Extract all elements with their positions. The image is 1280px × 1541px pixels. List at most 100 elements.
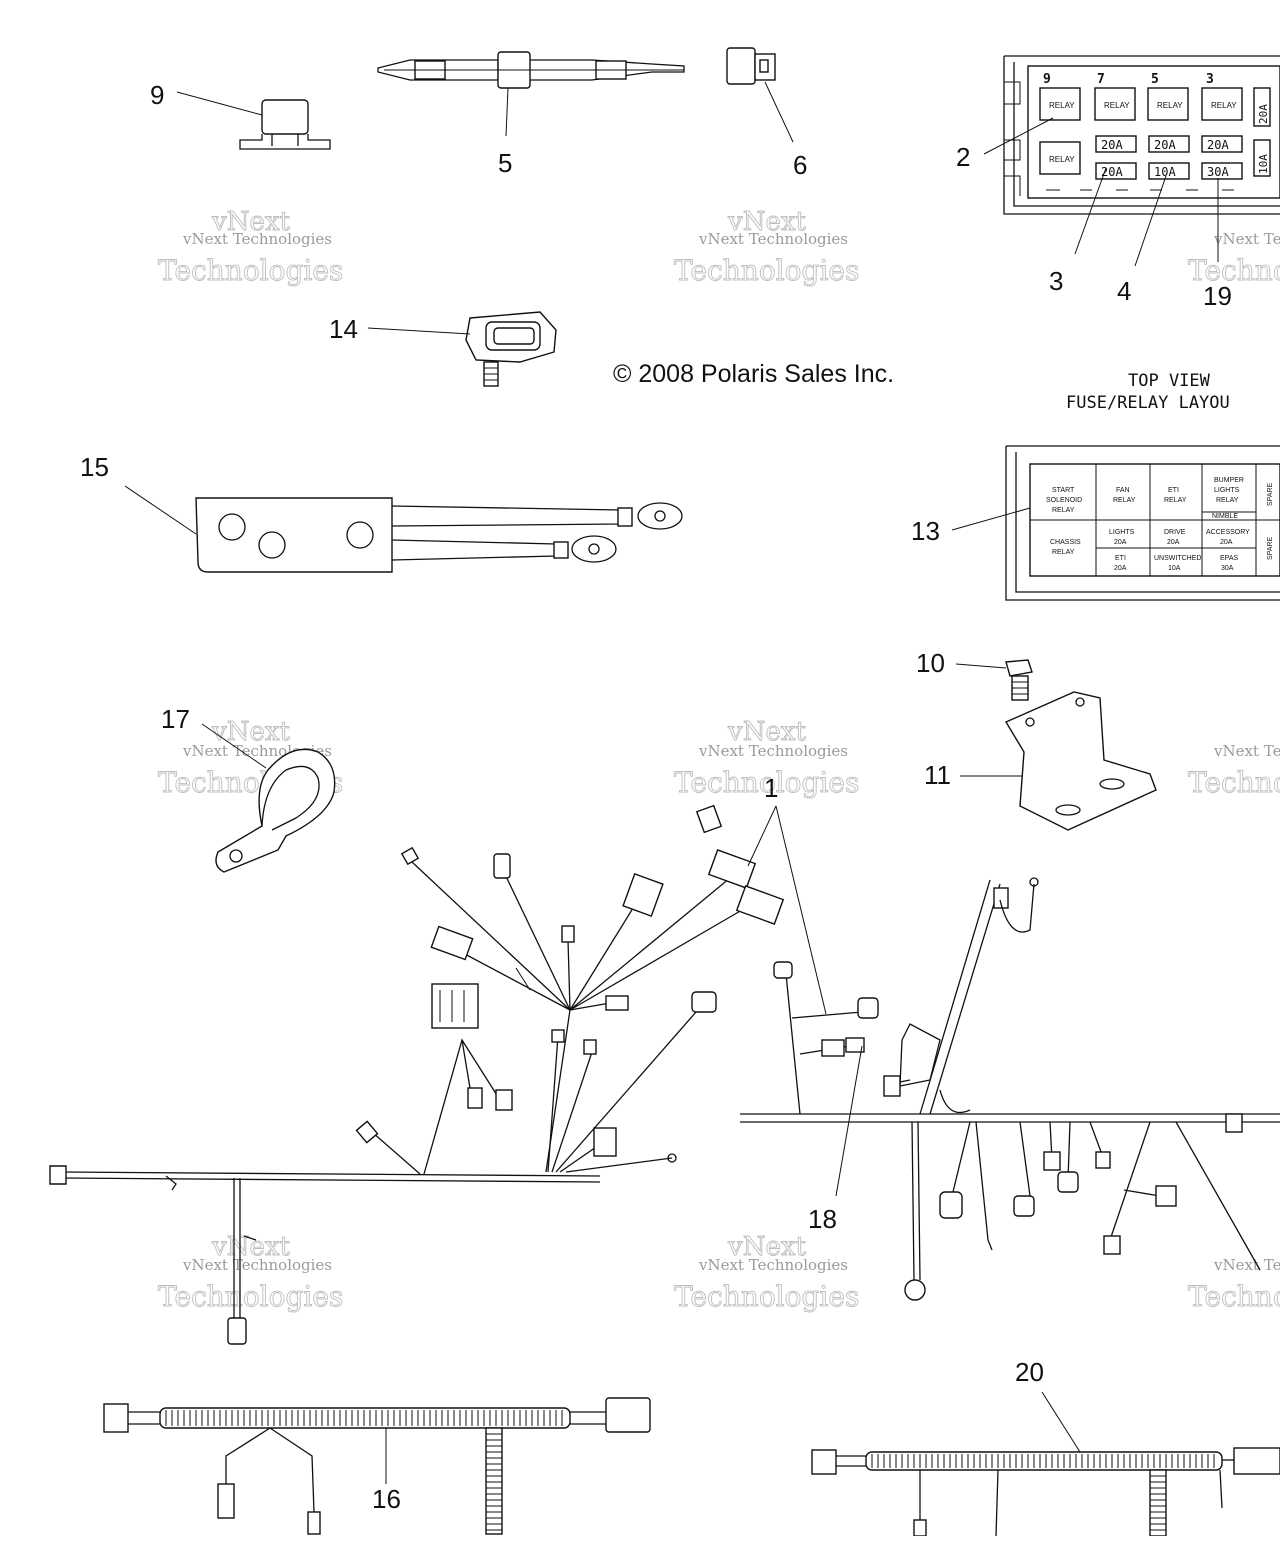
relay-slot-numbers: 9 7 5 3 bbox=[1043, 72, 1214, 87]
watermark-3: vNext Technologies Technologies bbox=[1188, 230, 1280, 287]
fuse-table-text: START SOLENOID RELAY FAN RELAY ETI RELAY… bbox=[1046, 477, 1274, 572]
callout-1: 1 bbox=[764, 773, 778, 803]
watermark-5: vNext vNext Technologies Technologies bbox=[674, 717, 860, 800]
svg-text:vNext Technologies: vNext Technologies bbox=[182, 1256, 332, 1274]
fuse-r2-3: 30A bbox=[1207, 165, 1229, 179]
part-16-sub-harness bbox=[103, 1397, 651, 1535]
leader-6 bbox=[764, 81, 794, 143]
svg-text:20A: 20A bbox=[1167, 539, 1180, 546]
callout-17: 17 bbox=[161, 704, 190, 734]
part-6-connector bbox=[726, 47, 794, 143]
leader-17 bbox=[201, 723, 267, 769]
fuse-r1-2: 20A bbox=[1154, 138, 1176, 152]
part-11-bracket bbox=[960, 691, 1157, 831]
svg-text:EPAS: EPAS bbox=[1220, 555, 1238, 562]
svg-text:vNext: vNext bbox=[211, 717, 290, 747]
svg-text:LIGHTS: LIGHTS bbox=[1214, 487, 1240, 494]
svg-text:vNext: vNext bbox=[727, 1232, 806, 1262]
part-20-sub-harness bbox=[811, 1391, 1280, 1537]
svg-text:10A: 10A bbox=[1168, 565, 1181, 572]
callout-13: 13 bbox=[911, 516, 940, 546]
leader-1a bbox=[747, 805, 777, 867]
svg-text:vNext: vNext bbox=[727, 717, 806, 747]
callout-14: 14 bbox=[329, 314, 358, 344]
callout-9: 9 bbox=[150, 80, 164, 110]
fuse-r2-2: 10A bbox=[1154, 165, 1176, 179]
relay-label-2: RELAY bbox=[1104, 101, 1130, 110]
svg-text:vNext Technologies: vNext Technologies bbox=[1213, 1256, 1280, 1274]
leader-20 bbox=[1041, 1391, 1081, 1453]
leader-10 bbox=[955, 663, 1007, 669]
svg-text:ETI: ETI bbox=[1115, 555, 1126, 562]
part-17-clamp bbox=[201, 723, 336, 873]
side-fuse-2: 10A bbox=[1257, 154, 1270, 174]
svg-text:20A: 20A bbox=[1114, 539, 1127, 546]
leader-9 bbox=[176, 91, 263, 116]
svg-text:vNext: vNext bbox=[211, 1232, 290, 1262]
watermark-1: vNext vNext Technologies Technologies bbox=[158, 207, 344, 288]
svg-text:CHASSIS: CHASSIS bbox=[1050, 539, 1081, 546]
leader-3 bbox=[1074, 167, 1107, 255]
svg-text:vNext Technologies: vNext Technologies bbox=[1213, 230, 1280, 248]
svg-text:FAN: FAN bbox=[1116, 487, 1130, 494]
svg-text:Technologies: Technologies bbox=[1188, 254, 1280, 287]
callout-3: 3 bbox=[1049, 266, 1063, 296]
svg-text:vNext Technologies: vNext Technologies bbox=[182, 230, 332, 248]
svg-text:20A: 20A bbox=[1220, 539, 1233, 546]
callout-4: 4 bbox=[1117, 276, 1131, 306]
watermark-8: vNext vNext Technologies Technologies bbox=[674, 1232, 860, 1314]
copyright-notice: © 2008 Polaris Sales Inc. bbox=[613, 360, 894, 388]
fuse-relay-layout-label: FUSE/RELAY LAYOU bbox=[1066, 393, 1230, 413]
svg-text:vNext Technologies: vNext Technologies bbox=[1213, 742, 1280, 760]
part-15-ground-strap bbox=[124, 485, 683, 573]
svg-text:SOLENOID: SOLENOID bbox=[1046, 497, 1082, 504]
svg-text:9: 9 bbox=[1043, 72, 1051, 87]
svg-text:Technologies: Technologies bbox=[1188, 1280, 1280, 1313]
svg-text:30A: 30A bbox=[1221, 565, 1234, 572]
svg-text:RELAY: RELAY bbox=[1052, 549, 1075, 556]
svg-text:Technologies: Technologies bbox=[158, 254, 343, 287]
fuse-r2-1: 20A bbox=[1101, 165, 1123, 179]
svg-text:ACCESSORY: ACCESSORY bbox=[1206, 529, 1250, 536]
svg-text:LIGHTS: LIGHTS bbox=[1109, 529, 1135, 536]
svg-text:Technologies: Technologies bbox=[1188, 766, 1280, 799]
svg-text:Technologies: Technologies bbox=[674, 766, 859, 799]
part-1-main-harness-right bbox=[740, 877, 1280, 1301]
leader-5 bbox=[505, 87, 509, 137]
leader-15 bbox=[124, 485, 197, 535]
part-9-fuse bbox=[176, 91, 331, 150]
svg-text:vNext Technologies: vNext Technologies bbox=[698, 1256, 848, 1274]
fuse-r1-1: 20A bbox=[1101, 138, 1123, 152]
callout-10: 10 bbox=[916, 648, 945, 678]
svg-text:UNSWITCHED: UNSWITCHED bbox=[1154, 555, 1201, 562]
relay-label-4: RELAY bbox=[1211, 101, 1237, 110]
svg-text:7: 7 bbox=[1097, 72, 1105, 87]
svg-text:BUMPER: BUMPER bbox=[1214, 477, 1244, 484]
fuse-r1-3: 20A bbox=[1207, 138, 1229, 152]
part-14-sensor bbox=[367, 311, 557, 387]
watermark-7: vNext vNext Technologies Technologies bbox=[158, 1232, 344, 1314]
callout-19: 19 bbox=[1203, 281, 1232, 311]
svg-text:Technologies: Technologies bbox=[158, 1280, 343, 1313]
callout-18: 18 bbox=[808, 1204, 837, 1234]
svg-text:20A: 20A bbox=[1114, 565, 1127, 572]
part-1-main-harness-left bbox=[49, 804, 785, 1345]
svg-text:vNext Technologies: vNext Technologies bbox=[698, 742, 848, 760]
svg-text:Technologies: Technologies bbox=[674, 254, 859, 287]
leader-18 bbox=[835, 1045, 863, 1197]
svg-text:START: START bbox=[1052, 487, 1075, 494]
svg-text:vNext: vNext bbox=[211, 207, 290, 237]
side-fuse-1: 20A bbox=[1257, 104, 1270, 124]
callout-16: 16 bbox=[372, 1484, 401, 1514]
part-5-inline-fuse bbox=[377, 51, 685, 137]
svg-text:RELAY: RELAY bbox=[1052, 507, 1075, 514]
leader-13 bbox=[951, 507, 1031, 531]
svg-text:RELAY: RELAY bbox=[1113, 497, 1136, 504]
part-13-fuse-box: START SOLENOID RELAY FAN RELAY ETI RELAY… bbox=[951, 445, 1280, 601]
leader-1b bbox=[775, 805, 827, 1015]
callout-5: 5 bbox=[498, 148, 512, 178]
svg-text:RELAY: RELAY bbox=[1164, 497, 1187, 504]
callout-2: 2 bbox=[956, 142, 970, 172]
